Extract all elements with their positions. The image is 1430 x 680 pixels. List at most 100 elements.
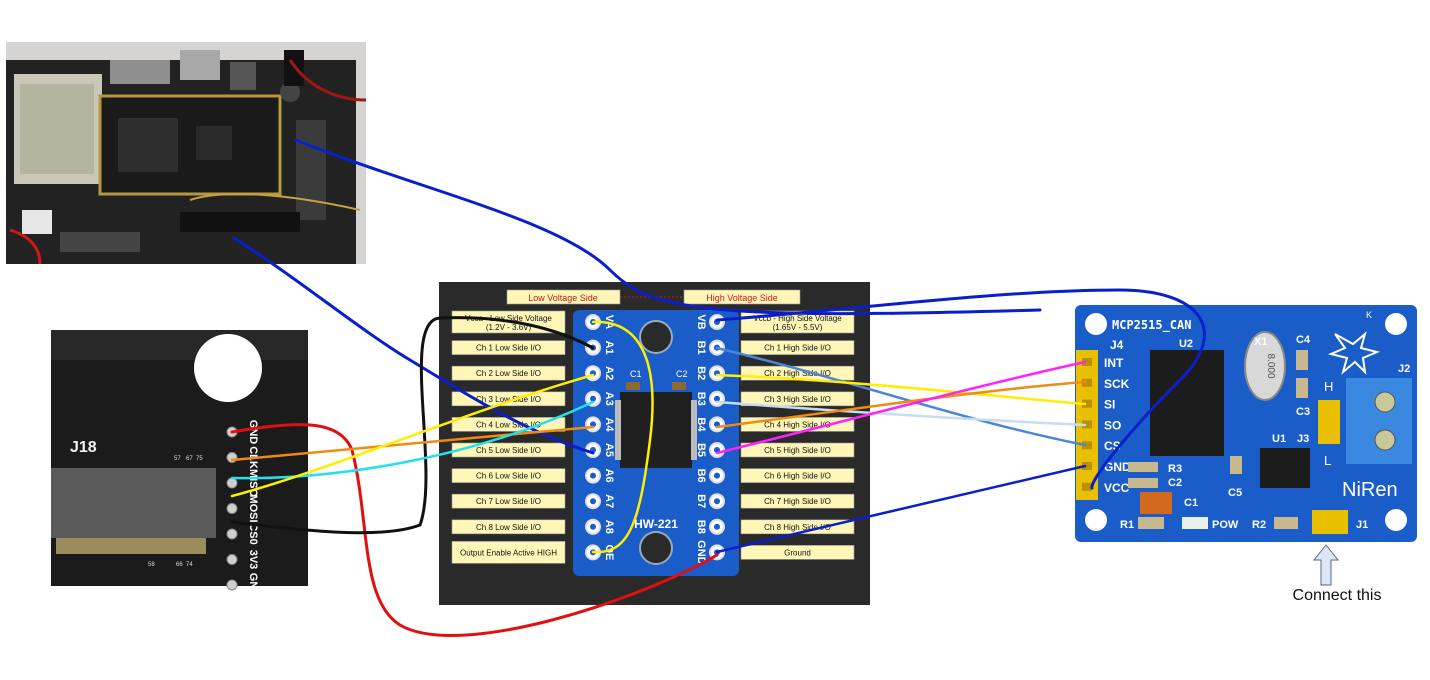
pin-description-box — [451, 468, 566, 483]
pin-number: 67 — [186, 456, 193, 462]
pin-description-box — [740, 545, 855, 560]
mcp2515-chip — [1150, 350, 1224, 456]
component-label: J2 — [1398, 363, 1410, 375]
pin-description: Ch 8 Low Side I/O — [476, 523, 541, 532]
header-pin-label: CS0 — [247, 523, 259, 544]
header-pin — [226, 477, 238, 489]
level-shifter-pin-label: B6 — [695, 469, 707, 483]
wire-orange-b4-to-sck — [715, 380, 1087, 429]
can-pin-label: GND — [1104, 460, 1131, 474]
pin-center — [714, 472, 720, 479]
pin-description: Ch 2 Low Side I/O — [476, 369, 541, 378]
can-pin — [1082, 441, 1092, 450]
wire-yellow-va-to-oe — [591, 320, 654, 554]
header-label: J4 — [1110, 338, 1124, 352]
level-shifter-pin-label: B8 — [695, 520, 707, 534]
pin-center — [714, 523, 720, 530]
component-label: K — [1366, 310, 1372, 320]
component-label: X1 — [1254, 336, 1267, 348]
pin-center — [590, 523, 596, 530]
pin-description: Ch 7 Low Side I/O — [476, 497, 541, 506]
pin-description: Ch 5 High Side I/O — [764, 446, 831, 455]
j1-jumper[interactable] — [1312, 510, 1348, 534]
component-label: C1 — [1184, 497, 1198, 509]
low-side-title: Low Voltage Side — [528, 293, 598, 303]
pin-description-box — [451, 340, 566, 355]
header-pin — [226, 503, 238, 514]
pin-description: Output Enable Active HIGH — [460, 548, 557, 557]
wire-blue-gnd-to-gnd — [715, 464, 1087, 554]
pin-description: Ground — [784, 548, 811, 557]
component-label: R2 — [1252, 519, 1266, 531]
can-pin — [1082, 358, 1092, 366]
pin-center — [714, 498, 720, 505]
level-shifter-pin-label: B2 — [695, 366, 707, 380]
wires — [230, 138, 1206, 637]
component-label: C2 — [1168, 477, 1182, 489]
module-title: MCP2515_CAN — [1112, 318, 1191, 333]
level-shifter-diagram: Low Voltage Side High Voltage Side C1 C2… — [439, 282, 870, 605]
pin-description: Ch 4 High Side I/O — [764, 420, 831, 429]
pin-description: Ch 1 High Side I/O — [764, 344, 831, 353]
cap-label: C2 — [676, 369, 688, 379]
component-label: H — [1324, 379, 1333, 394]
pin-center — [714, 395, 720, 402]
component-label: POW — [1212, 519, 1239, 531]
level-shifter-pin-label: B7 — [695, 494, 707, 508]
pin-center — [590, 472, 596, 479]
wire-red-3v3-to-gnd — [230, 423, 719, 637]
can-pin-label: VCC — [1104, 481, 1130, 495]
wire-lightblue-b1-to-cs — [715, 346, 1087, 447]
screw-terminal — [1346, 378, 1412, 464]
pin-description-box — [451, 442, 566, 458]
level-shifter-pin-label: A2 — [603, 366, 615, 380]
up-arrow-icon — [1312, 544, 1340, 586]
pin-number: 57 — [174, 456, 181, 462]
component-label: C4 — [1296, 334, 1311, 346]
crystal-text: 8.000 — [1265, 353, 1276, 378]
header-pin-label: MOSI — [247, 494, 259, 522]
crystal-oscillator — [1244, 331, 1286, 401]
pin-description: Ch 8 High Side I/O — [764, 523, 831, 532]
can-pin-label: INT — [1104, 356, 1124, 370]
pin-description: Ch 3 High Side I/O — [764, 395, 831, 404]
pin-number: 75 — [196, 456, 203, 462]
level-shifter-pin-label: GND — [695, 540, 707, 565]
component-label: U2 — [1179, 338, 1193, 350]
level-shifter-ic — [620, 392, 692, 468]
can-pin-label: SO — [1104, 418, 1121, 432]
level-shifter-pin-label: B1 — [695, 341, 707, 355]
level-shifter-pin-label: B3 — [695, 392, 707, 406]
pin-description: Ch 6 High Side I/O — [764, 472, 831, 481]
pin-center — [590, 395, 596, 402]
wire-magenta-b5-to-int — [715, 360, 1087, 455]
can-pin-label: SI — [1104, 398, 1115, 412]
mounting-hole — [194, 334, 262, 402]
pin-description-box — [740, 493, 855, 509]
pin-description: Ch 4 Low Side I/O — [476, 420, 541, 429]
level-shifter-pin-label: B4 — [695, 417, 707, 432]
component-label: J1 — [1356, 519, 1368, 531]
can-pin — [1082, 420, 1092, 429]
tja1050-chip — [1260, 448, 1310, 488]
pin-description-box — [451, 493, 566, 509]
level-shifter-pin-label: VB — [695, 314, 707, 329]
pin-description: Ch 1 Low Side I/O — [476, 344, 541, 353]
brand-label: NiRen — [1342, 479, 1398, 501]
can-pin-label: SCK — [1104, 377, 1130, 391]
header-pin-label: MISO — [247, 469, 259, 498]
wire-yellow-b2-to-si — [715, 373, 1087, 406]
level-shifter-pin-label: A7 — [603, 494, 615, 508]
wire-orange-clk-to-a4 — [230, 425, 595, 462]
left-label-column: Vcca - Low Side Voltage(1.2V - 3.6V)Ch 1… — [451, 310, 566, 564]
wire-cyan-miso-to-a3 — [230, 400, 595, 480]
pin-description: Ch 2 High Side I/O — [764, 369, 831, 378]
wire-black-cs0-to-a1 — [230, 316, 595, 535]
pin-description: Ch 7 High Side I/O — [764, 497, 831, 506]
pin-description-box — [740, 340, 855, 355]
level-shifter-pin-label: A4 — [603, 417, 615, 432]
